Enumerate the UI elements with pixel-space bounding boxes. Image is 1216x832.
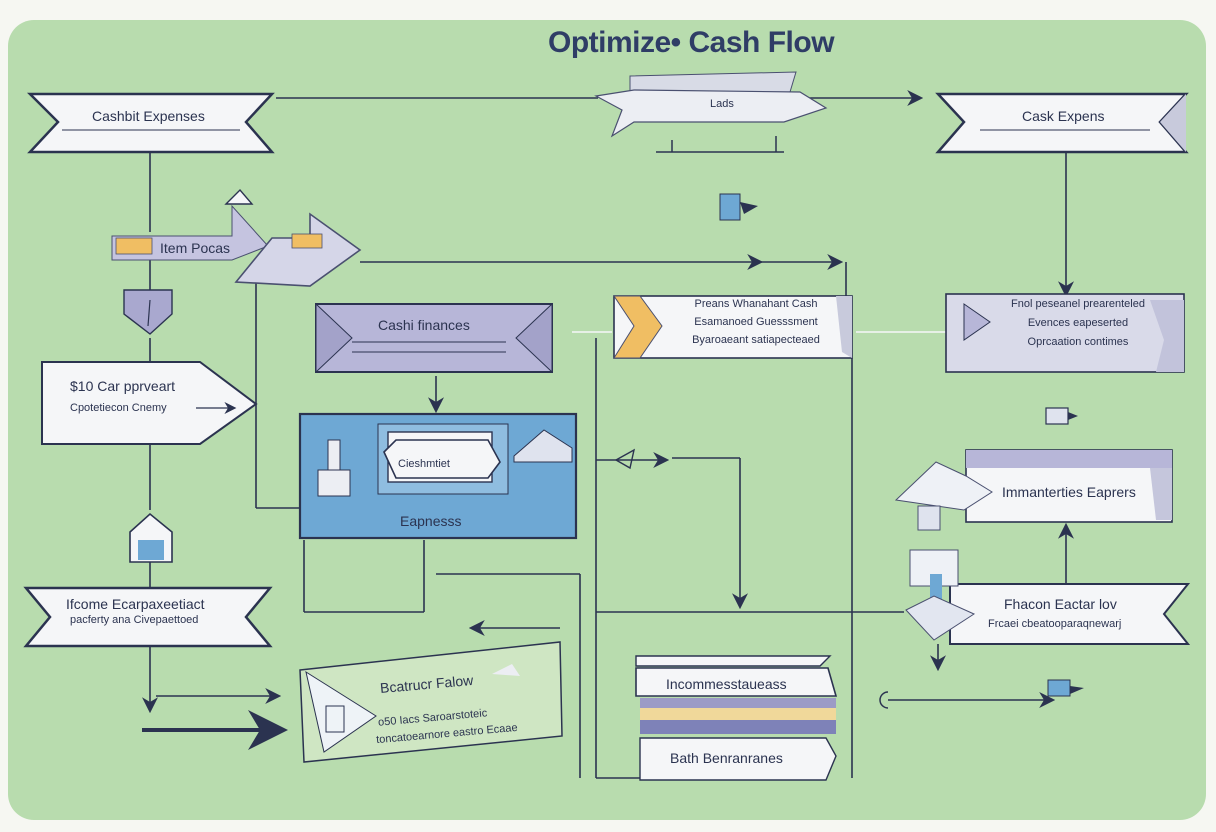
- label-fhacon-line-2: Frcaei cbeatooparaqnewarj: [988, 618, 1122, 630]
- label-projections: Preans Whanahant Cash Esamanoed Guesssme…: [672, 298, 840, 347]
- node-fhacon: [905, 549, 1191, 645]
- proposal-line-1: Fnol peseanel prearenteled: [1011, 298, 1145, 310]
- camera-icon: [1045, 407, 1078, 425]
- label-proposal: Fnol peseanel prearenteled Evences eapes…: [992, 298, 1164, 349]
- label-cashi-finances: Cashi finances: [378, 317, 470, 333]
- node-cashi-finances: [315, 302, 553, 374]
- node-proposal: [945, 293, 1185, 373]
- node-bankroll: [299, 641, 563, 763]
- node-expenses-center: [298, 412, 578, 540]
- house-icon: [129, 512, 173, 563]
- node-books-stack: [635, 655, 838, 781]
- page-title: Optimize• Cash Flow: [548, 26, 835, 59]
- label-bath: Bath Benranranes: [670, 750, 783, 766]
- label-immateries: Immanterties Eaprers: [1002, 484, 1136, 500]
- proposal-line-2: Evences eapeserted: [1027, 316, 1129, 329]
- projections-line-1: Preans Whanahant Cash: [694, 298, 818, 310]
- label-payment-line-2: Cpotetiecon Cnemy: [70, 402, 167, 414]
- label-cashment: Cieshmtiet: [398, 458, 450, 470]
- node-item-pocas: [111, 188, 362, 287]
- node-lads: [594, 71, 828, 153]
- label-item-pocas: Item Pocas: [160, 240, 231, 256]
- flag-icon: [719, 193, 758, 221]
- connectors: [142, 90, 1074, 779]
- card-icon: [879, 679, 1084, 709]
- label-lads: Lads: [710, 98, 734, 110]
- label-cash-expenses: Cask Expens: [1022, 108, 1105, 124]
- node-payment: [41, 361, 258, 445]
- node-immateries: [894, 449, 1173, 531]
- node-projections: [613, 295, 853, 359]
- label-fhacon-line-1: Fhacon Eactar lov: [1004, 596, 1117, 612]
- label-incommerss: Incommesstaueass: [666, 676, 787, 692]
- node-income: [23, 586, 273, 648]
- label-expenses-center: Eapnesss: [400, 513, 462, 529]
- label-income-line-1: Ifcome Ecarpaxeetiact: [66, 596, 205, 612]
- label-payment-line-1: $10 Car pprveart: [70, 378, 176, 394]
- projections-line-2: Esamanoed Guesssment: [694, 315, 818, 328]
- arrow-split-icon: [614, 448, 636, 470]
- node-cashbit-expenses: [26, 92, 275, 154]
- label-cashbit-expenses: Cashbit Expenses: [92, 108, 205, 124]
- label-income-line-2: pacferty ana Civepaettoed: [70, 614, 199, 626]
- proposal-line-3: Oprcaation contimes: [1027, 335, 1129, 348]
- node-cash-expenses: [935, 92, 1189, 154]
- projections-line-3: Byaroaeant satiapecteaed: [692, 333, 820, 346]
- funnel-icon: [123, 289, 173, 335]
